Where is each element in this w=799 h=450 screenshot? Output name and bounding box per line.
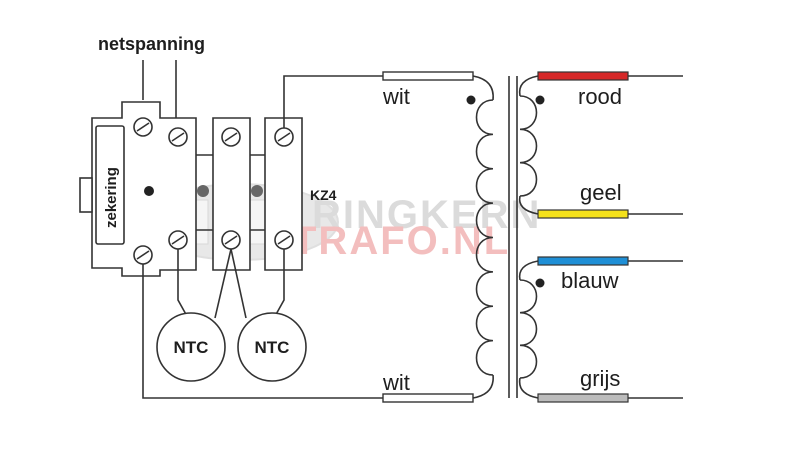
svg-text:NTC: NTC: [255, 338, 290, 357]
secondary-blue-lead: blauw: [537, 256, 683, 293]
secondary-grey-lead: grijs: [537, 366, 683, 403]
screw: [168, 230, 188, 250]
primary-bottom-lead: [382, 393, 474, 403]
screw: [221, 230, 241, 250]
svg-text:blauw: blauw: [561, 268, 619, 293]
watermark-line2: TRAFO.NL: [292, 219, 510, 263]
ntc-left: NTC: [156, 312, 226, 382]
primary-top-label: wit: [382, 84, 410, 109]
screw: [274, 230, 294, 250]
fuse-label: zekering: [103, 167, 120, 228]
secondary-red-lead: rood: [537, 71, 683, 109]
terminal-block: zekering KZ4: [79, 101, 337, 277]
secondary-yellow-lead: geel: [537, 180, 683, 219]
screw: [133, 117, 153, 137]
svg-text:geel: geel: [580, 180, 622, 205]
screw: [221, 127, 241, 147]
fuse: [95, 125, 125, 245]
screw: [133, 245, 153, 265]
screw: [168, 127, 188, 147]
secondary-winding-1: [519, 95, 538, 197]
screw: [274, 127, 294, 147]
svg-text:grijs: grijs: [580, 366, 620, 391]
terminal-block-label: KZ4: [310, 187, 337, 203]
ntc-right: NTC: [237, 312, 307, 382]
svg-text:NTC: NTC: [174, 338, 209, 357]
svg-text:rood: rood: [578, 84, 622, 109]
mains-label: netspanning: [98, 34, 205, 54]
watermark-line1: RINGKERN: [312, 193, 541, 237]
primary-top-lead: [382, 71, 474, 81]
secondary-winding-2: [519, 279, 538, 379]
primary-bottom-label: wit: [382, 370, 410, 395]
primary-winding: [475, 99, 494, 376]
